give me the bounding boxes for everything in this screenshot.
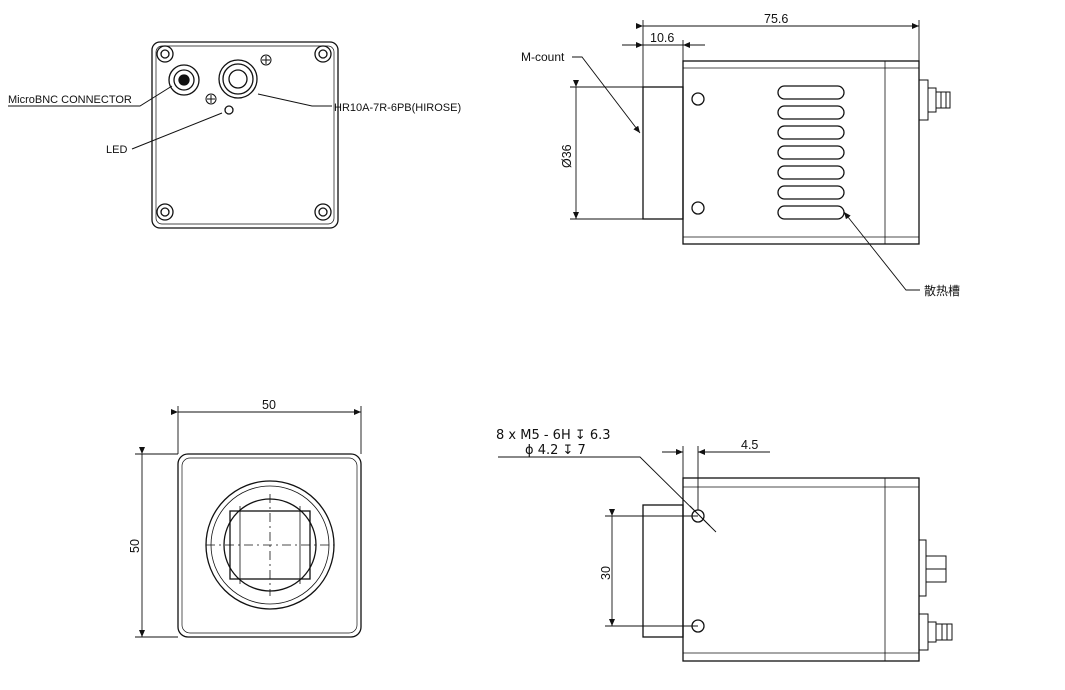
corner-screw-icon (156, 45, 332, 221)
side-view (570, 20, 951, 291)
side-body (682, 60, 920, 245)
rear-body-inner (155, 45, 335, 225)
hole-spacing-dimension: 30 (599, 566, 613, 580)
led-indicator-icon (224, 105, 234, 115)
mount-dimension: 10.6 (650, 31, 674, 45)
led-leader (131, 112, 223, 150)
bottom-connector-icon (918, 539, 953, 651)
heat-sink-slots (777, 85, 845, 220)
side-hole-icon (691, 92, 705, 106)
mount-label: M-count (521, 50, 565, 64)
front-height-dimension: 50 (128, 539, 142, 553)
bottom-view (498, 446, 953, 662)
mount-leader (572, 56, 641, 134)
rear-body-outline (151, 41, 339, 229)
hirose-label: HR10A-7R-6PB(HIROSE) (334, 102, 461, 114)
offset-dimension: 4.5 (741, 438, 758, 452)
diameter-dimension: Ø36 (560, 144, 574, 168)
microbnc-label: MicroBNC CONNECTOR (8, 94, 132, 106)
thread-note-line1: 8 x M5 - 6H ↧ 6.3 (496, 428, 611, 443)
heat-sink-leader (843, 211, 920, 291)
length-dimension: 75.6 (764, 12, 788, 26)
bottom-body (682, 477, 920, 662)
front-body-outline (177, 453, 362, 638)
rear-view (8, 41, 339, 229)
heat-sink-label: 散热槽 (924, 283, 960, 298)
hirose-connector-icon (218, 59, 258, 99)
thread-note-line2: ϕ 4.2 ↧ 7 (525, 443, 586, 458)
front-body-inner (181, 457, 358, 634)
microbnc-connector-icon (168, 64, 200, 96)
front-width-dimension: 50 (262, 398, 276, 412)
microbnc-leader (8, 85, 173, 107)
side-connector-icon (918, 79, 951, 121)
side-hole-icon (691, 201, 705, 215)
front-view (135, 406, 362, 638)
bottom-lens-mount (642, 504, 684, 638)
led-label: LED (106, 144, 127, 156)
small-screw-icon (205, 54, 272, 105)
lens-mount (642, 86, 684, 220)
hirose-leader (257, 93, 332, 107)
